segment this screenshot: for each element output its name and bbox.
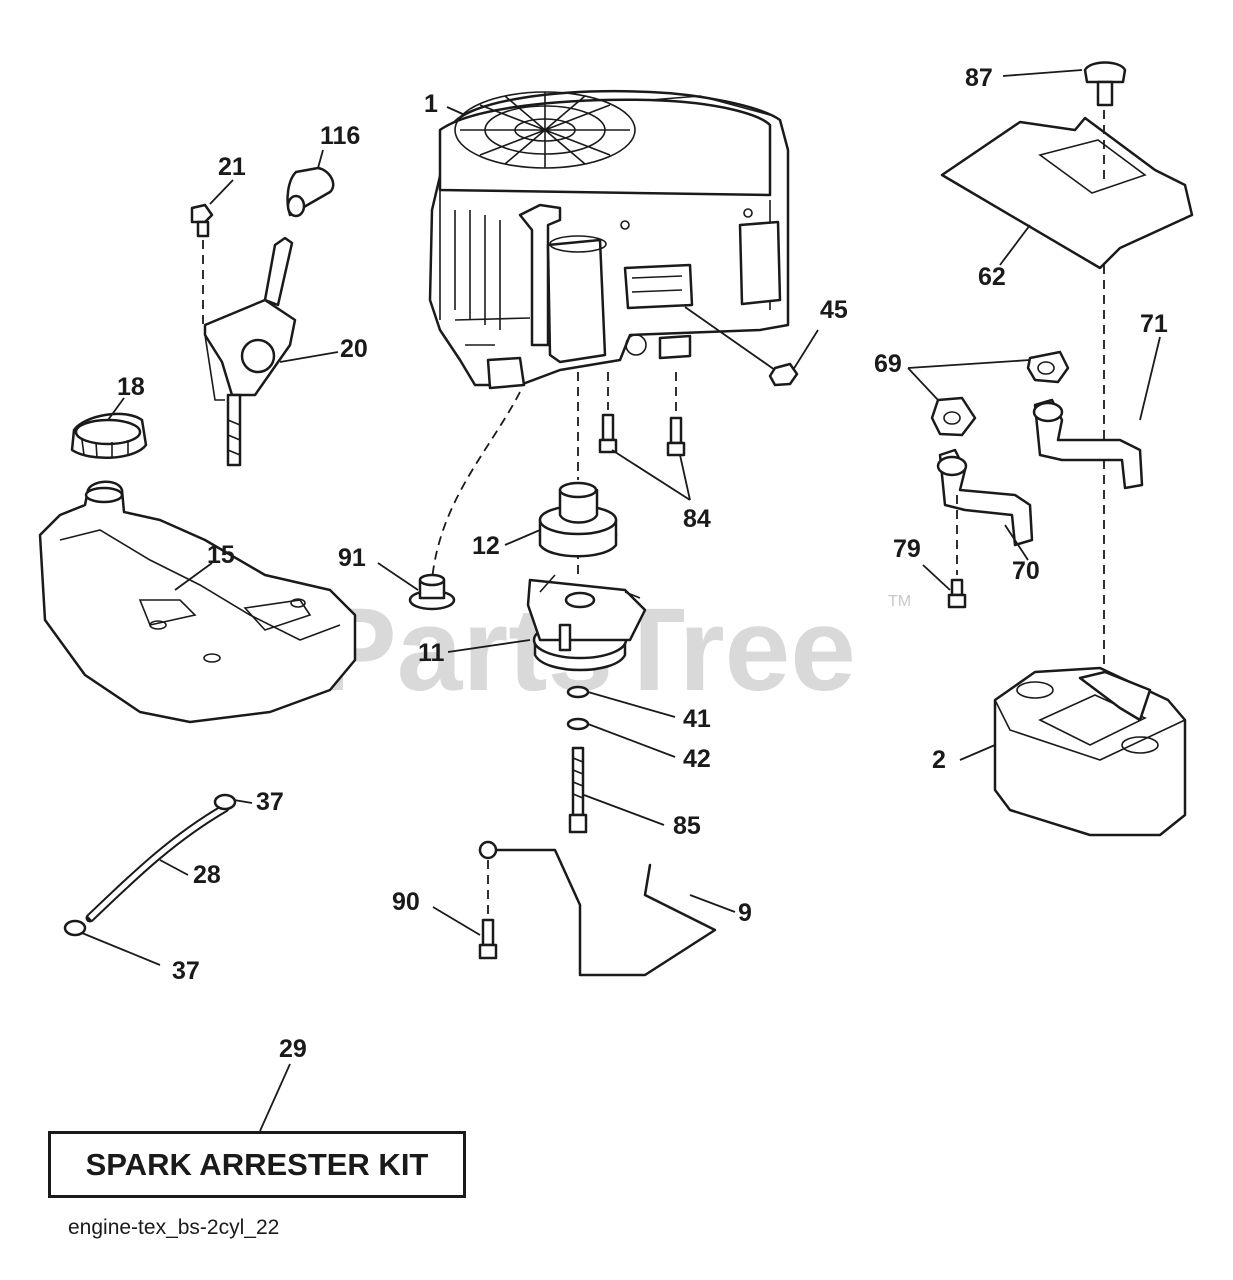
- callout-79: 79: [893, 535, 921, 563]
- callout-2: 2: [932, 746, 946, 774]
- spacer-91: [408, 573, 456, 611]
- fuel-line-28: [85, 803, 230, 923]
- nut-45: [684, 306, 799, 387]
- exhaust-pipe-70: [936, 448, 1034, 547]
- callout-1: 1: [424, 90, 438, 118]
- washer-41: [566, 685, 590, 699]
- fuel-tank-15: [38, 480, 357, 724]
- bolt-85: [568, 746, 588, 834]
- callout-62: 62: [978, 263, 1006, 291]
- knob-bolt-87: [1083, 61, 1127, 180]
- callout-90: 90: [392, 888, 420, 916]
- callout-12: 12: [472, 532, 500, 560]
- muffler-2: [993, 666, 1187, 837]
- callout-87: 87: [965, 64, 993, 92]
- heat-shield-62: [940, 116, 1194, 270]
- callout-37-bottom: 37: [172, 957, 200, 985]
- knob-116: [286, 166, 335, 218]
- callout-29: 29: [279, 1035, 307, 1063]
- watermark-trademark: TM: [888, 593, 911, 610]
- callout-85: 85: [673, 812, 701, 840]
- spark-arrester-kit-label: SPARK ARRESTER KIT: [85, 1146, 429, 1182]
- callout-21: 21: [218, 153, 246, 181]
- bolt-79: [947, 495, 967, 609]
- callout-45: 45: [820, 296, 848, 324]
- diagram-id: engine-tex_bs-2cyl_22: [68, 1216, 280, 1239]
- callout-116: 116: [320, 122, 360, 150]
- clamp-37-bottom: [63, 919, 87, 937]
- throttle-control-20: [203, 236, 297, 467]
- washer-42: [566, 717, 590, 731]
- callout-41: 41: [683, 705, 711, 733]
- rod-9: [478, 840, 717, 977]
- callout-9: 9: [738, 899, 752, 927]
- callout-91: 91: [338, 544, 366, 572]
- spark-arrester-kit-box: SPARK ARRESTER KIT: [48, 1131, 466, 1198]
- callout-11: 11: [418, 639, 445, 667]
- callout-18: 18: [117, 373, 145, 401]
- gaskets-69: [930, 350, 1070, 437]
- engine: [428, 89, 790, 390]
- clamp-37-top: [213, 793, 237, 811]
- exhaust-pipe-71: [1032, 398, 1144, 490]
- callout-70: 70: [1012, 557, 1040, 585]
- bolt-90: [478, 860, 498, 960]
- callout-15: 15: [207, 541, 235, 569]
- callout-20: 20: [340, 335, 368, 363]
- callout-71: 71: [1140, 310, 1168, 338]
- callout-42: 42: [683, 745, 711, 773]
- bolt-21: [190, 203, 214, 325]
- fuel-cap-18: [70, 412, 148, 459]
- clutch-11: [526, 574, 647, 672]
- bolts-84: [598, 413, 686, 457]
- callout-28: 28: [193, 861, 221, 889]
- callout-69: 69: [874, 350, 902, 378]
- callout-37-top: 37: [256, 788, 284, 816]
- callout-84: 84: [683, 505, 711, 533]
- pulley-12: [538, 481, 618, 558]
